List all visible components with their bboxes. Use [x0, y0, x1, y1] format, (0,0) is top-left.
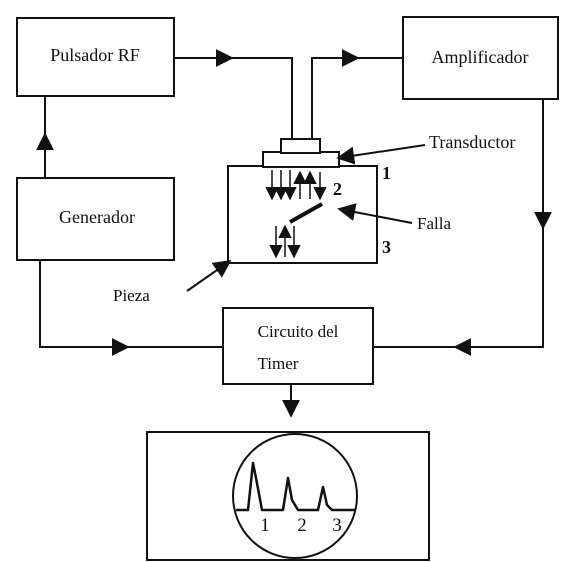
scope-trace — [236, 461, 356, 512]
ultrasound-beams — [265, 170, 327, 259]
flaw-mark — [289, 202, 323, 224]
scope-echo-label-3: 3 — [332, 515, 342, 536]
piece-pointer-arrow — [186, 259, 232, 292]
transducer-label: Transductor — [429, 132, 515, 152]
piece-label: Pieza — [113, 286, 150, 305]
pulser-to-transducer-line — [174, 57, 293, 139]
transducer-to-amplifier-line — [311, 57, 403, 139]
echo-label-3: 3 — [382, 237, 391, 257]
scope-screen — [232, 433, 358, 559]
oscilloscope: 1 2 3 — [146, 431, 430, 561]
transducer-pointer-arrow — [336, 144, 426, 165]
scope-echo-label-2: 2 — [297, 515, 307, 536]
transducer — [262, 138, 340, 168]
scope-echo-label-1: 1 — [260, 515, 270, 536]
amplifier-label: Amplificador — [432, 47, 529, 67]
amplifier-block: Amplificador — [402, 16, 559, 100]
generator-label: Generador — [59, 207, 135, 227]
echo-label-2: 2 — [333, 179, 342, 199]
pulser-block: Pulsador RF — [16, 17, 175, 97]
timer-block: Circuito del Timer — [222, 307, 374, 385]
flaw-pointer-arrow — [337, 203, 413, 224]
timer-label-line1: Circuito del — [258, 322, 339, 341]
flaw-label: Falla — [417, 214, 451, 233]
timer-label-line2: Timer — [258, 354, 299, 373]
amplifier-to-timer-line — [373, 99, 544, 348]
echo-label-1: 1 — [382, 163, 391, 183]
pulser-label: Pulsador RF — [50, 45, 140, 65]
generator-to-timer-line — [39, 260, 223, 348]
generator-block: Generador — [16, 177, 175, 261]
